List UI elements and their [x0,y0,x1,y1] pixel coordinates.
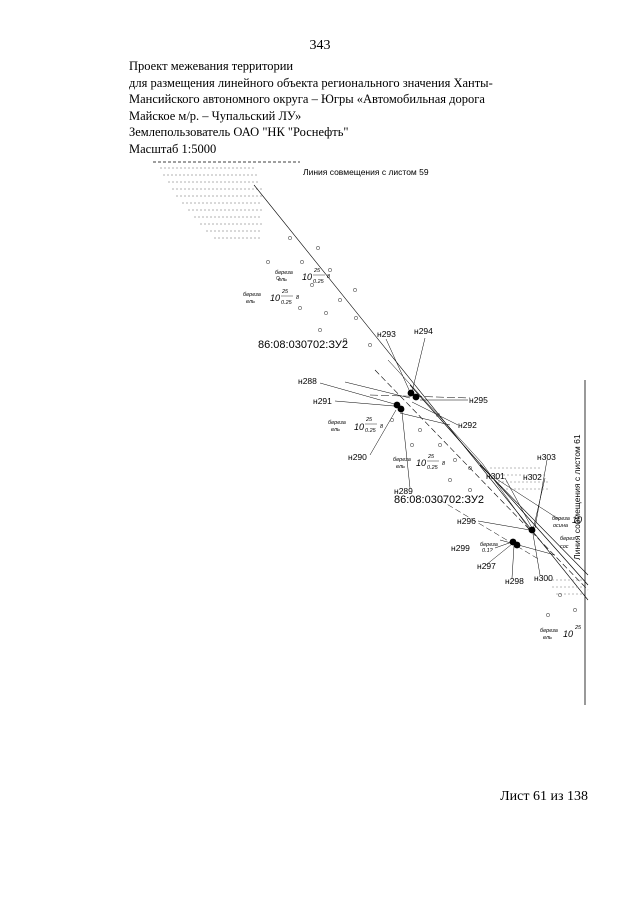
svg-text:береза: береза [393,457,411,463]
point-label-n301: н301 [486,471,505,481]
document-header: Проект межевания территории для размещен… [129,58,529,157]
svg-text:25: 25 [574,625,582,631]
svg-text:10: 10 [416,458,426,468]
svg-text:25: 25 [365,417,373,423]
match-line-right-label: Линия совмещения с листом 61 [572,434,582,560]
svg-text:0.25: 0.25 [427,465,439,471]
svg-text:берез: берез [560,536,575,542]
parcel-label-1: 86:08:030702:ЗУ2 [258,339,348,351]
point-label-n297: н297 [477,561,496,571]
point-label-n296: н296 [457,516,476,526]
point-label-n300: н300 [534,573,553,583]
svg-text:0.25: 0.25 [313,279,325,285]
point-labels: н293 н294 н288 н291 н295 н292 н290 н289 … [298,326,556,586]
header-line-1: Проект межевания территории [129,59,294,73]
point-label-n299: н299 [451,543,470,553]
svg-text:10: 10 [563,629,573,639]
header-line-2: для размещения линейного объекта региона… [129,75,493,90]
svg-text:0.1?: 0.1? [482,548,494,554]
sheet-counter: Лист 61 из 138 [500,789,588,804]
point-label-n290: н290 [348,452,367,462]
svg-text:0.25: 0.25 [365,428,377,434]
point-label-n288: н288 [298,376,317,386]
svg-text:ель: ель [543,635,552,641]
header-line-3: Мансийского автономного округа – Югры «А… [129,92,485,106]
forest-hatch-top [160,167,262,239]
corridor-lines [253,184,589,601]
svg-text:8: 8 [327,274,331,280]
svg-text:10: 10 [302,272,312,282]
svg-text:10: 10 [354,422,364,432]
svg-text:25: 25 [281,289,289,295]
svg-text:ель: ель [246,299,255,305]
scale-line: Масштаб 1:5000 [129,141,217,156]
svg-text:береза: береза [328,420,346,426]
point-label-n289: н289 [394,486,413,496]
point-label-n291: н291 [313,396,332,406]
svg-text:береза: береза [243,292,261,298]
match-line-top-label: Линия совмещения с листом 59 [303,167,429,177]
svg-text:10: 10 [270,293,280,303]
svg-text:25: 25 [427,454,435,460]
leader-lines [319,337,548,579]
point-label-n292: н292 [458,420,477,430]
svg-text:25: 25 [313,268,321,274]
boundary-point-markers [393,389,536,549]
svg-text:осина: осина [553,523,568,529]
svg-text:ель: ель [278,277,287,283]
svg-text:береза: береза [275,270,293,276]
point-label-n294: н294 [414,326,433,336]
svg-text:береза: береза [480,542,498,548]
header-line-5: Землепользователь ОАО "НК "Роснефть" [129,125,349,139]
tree-symbols [266,236,577,617]
svg-text:ель: ель [396,464,405,470]
point-label-n293: н293 [377,329,396,339]
point-label-n302: н302 [523,472,542,482]
header-line-4: Майское м/р. – Чупальский ЛУ» [129,108,302,123]
parcel-label-2: 86:08:030702:ЗУ2 [394,494,484,506]
svg-text:сос: сос [560,544,569,550]
svg-text:береза: береза [552,516,570,522]
svg-text:8: 8 [442,461,446,467]
point-label-n295: н295 [469,395,488,405]
svg-text:8: 8 [296,295,300,301]
svg-text:10: 10 [572,515,582,525]
svg-text:ель: ель [331,427,340,433]
point-label-n303: н303 [537,452,556,462]
point-label-n298: н298 [505,576,524,586]
svg-text:береза: береза [540,628,558,634]
svg-text:0.25: 0.25 [281,300,293,306]
svg-text:8: 8 [380,424,384,430]
forest-hatch-bottom [490,467,585,595]
page-number: 343 [309,38,331,53]
